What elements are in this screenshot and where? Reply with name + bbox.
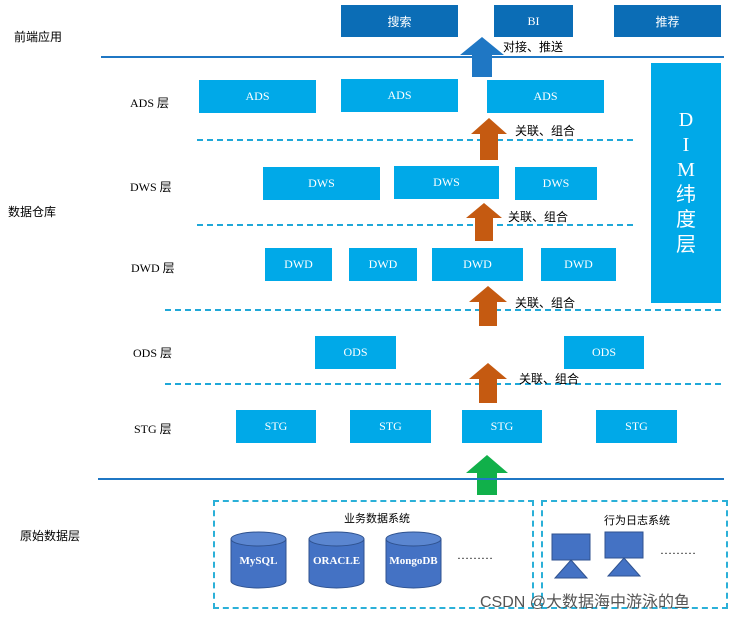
ingest-arrow-icon: [466, 455, 508, 495]
ads-box: ADS: [487, 80, 604, 113]
push-arrow-icon: [460, 37, 504, 77]
layer-label-ads: ADS 层: [130, 96, 170, 110]
ads-box: ADS: [341, 79, 458, 112]
combine-note: 关联、组合: [519, 372, 580, 386]
mysql-db-icon: MySQL: [230, 531, 287, 589]
app-bi: BI: [494, 5, 573, 37]
ods-box: ODS: [315, 336, 396, 369]
section-label-frontend: 前端应用: [14, 30, 63, 44]
watermark: CSDN @大数据海中游泳的鱼: [480, 594, 691, 611]
layer-label-stg: STG 层: [134, 422, 172, 436]
layer-label-dws: DWS 层: [130, 180, 172, 194]
dim-char: 纬: [676, 184, 696, 206]
section-label-raw: 原始数据层: [20, 529, 81, 543]
combine-arrow-icon: [469, 363, 507, 403]
combine-arrow-icon: [471, 118, 507, 160]
db-label: MongoDB: [389, 555, 438, 567]
stg-box: STG: [236, 410, 316, 443]
oracle-db-icon: ORACLE: [308, 531, 365, 589]
combine-note: 关联、组合: [508, 210, 569, 224]
app-search: 搜索: [341, 5, 458, 37]
layer-label-ods: ODS 层: [133, 346, 173, 360]
ads-box: ADS: [199, 80, 316, 113]
db-label: ORACLE: [312, 555, 361, 567]
connect-note: 对接、推送: [503, 40, 564, 54]
dim-layer: D I M 纬 度 层: [651, 63, 721, 303]
dim-char: M: [677, 159, 695, 181]
dwd-box: DWD: [265, 248, 332, 281]
dws-dwd-divider: [197, 224, 633, 226]
dwd-box: DWD: [541, 248, 616, 281]
raw-separator: [98, 478, 724, 480]
dwd-box: DWD: [349, 248, 417, 281]
more-dbs: ………: [457, 548, 493, 562]
more-logs: ………: [660, 543, 696, 557]
behavior-log-title: 行为日志系统: [604, 515, 670, 527]
ads-dws-divider: [197, 139, 633, 141]
app-recommend: 推荐: [614, 5, 721, 37]
frontend-separator: [101, 56, 724, 58]
db-label: MySQL: [239, 555, 278, 567]
monitor-icon: [604, 531, 644, 577]
behavior-log-panel: [541, 500, 728, 609]
dim-char: 层: [676, 234, 696, 256]
stg-box: STG: [596, 410, 677, 443]
ods-stg-divider: [165, 383, 721, 385]
dws-box: DWS: [515, 167, 597, 200]
combine-note: 关联、组合: [515, 296, 576, 310]
combine-note: 关联、组合: [515, 124, 576, 138]
dwd-ods-divider: [165, 309, 721, 311]
dim-char: D: [678, 109, 694, 131]
dwd-box: DWD: [432, 248, 523, 281]
combine-arrow-icon: [469, 286, 507, 326]
combine-arrow-icon: [466, 203, 502, 241]
dim-char: 度: [676, 209, 696, 231]
dws-box: DWS: [263, 167, 380, 200]
stg-box: STG: [462, 410, 542, 443]
monitor-icon: [551, 533, 591, 579]
dws-box: DWS: [394, 166, 499, 199]
mongodb-db-icon: MongoDB: [385, 531, 442, 589]
ods-box: ODS: [564, 336, 644, 369]
dim-char: I: [682, 134, 690, 156]
business-system-panel: [213, 500, 534, 609]
business-system-title: 业务数据系统: [344, 513, 410, 525]
section-label-warehouse: 数据仓库: [8, 205, 57, 219]
layer-label-dwd: DWD 层: [131, 261, 175, 275]
stg-box: STG: [350, 410, 431, 443]
